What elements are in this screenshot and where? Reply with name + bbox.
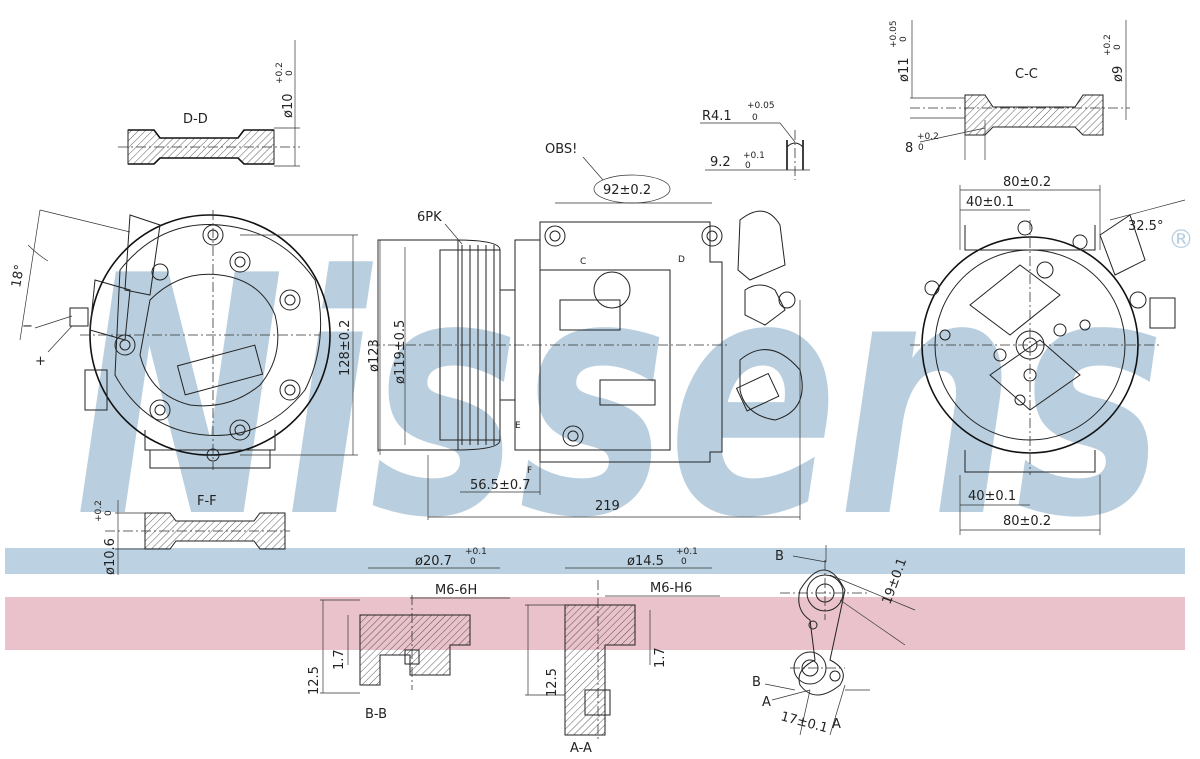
svg-text:ø11: ø11 <box>897 58 912 83</box>
svg-text:A: A <box>832 717 841 732</box>
svg-text:C: C <box>580 257 586 267</box>
svg-text:8: 8 <box>905 141 913 156</box>
svg-text:219: 219 <box>595 499 620 514</box>
svg-text:+0.2: +0.2 <box>917 132 939 142</box>
front-view-left: 128±0.2 18° − + <box>9 209 358 470</box>
svg-text:−: − <box>22 319 33 334</box>
section-cc: C-C ø11 +0.05 0 ø9 +0.2 0 8 +0.2 0 <box>889 20 1130 160</box>
svg-text:92±0.2: 92±0.2 <box>603 183 651 198</box>
rear-view-right: 80±0.2 40±0.1 32.5° 40±0.1 80±0.2 <box>910 175 1186 535</box>
svg-text:+0.2: +0.2 <box>1103 34 1113 56</box>
svg-text:6PK: 6PK <box>417 210 442 225</box>
svg-text:R4.1: R4.1 <box>702 109 732 124</box>
svg-text:ø10.6: ø10.6 <box>103 538 118 575</box>
detail-r41: R4.1 +0.05 0 9.2 +0.1 0 <box>700 101 810 180</box>
svg-text:A-A: A-A <box>570 741 592 756</box>
svg-text:40±0.1: 40±0.1 <box>968 489 1016 504</box>
svg-text:128±0.2: 128±0.2 <box>338 320 353 376</box>
svg-text:ø9: ø9 <box>1111 66 1126 82</box>
svg-text:+0.05: +0.05 <box>889 20 899 48</box>
svg-text:+0.2: +0.2 <box>275 62 285 84</box>
svg-text:M6-6H: M6-6H <box>435 583 477 598</box>
svg-text:0: 0 <box>470 557 476 567</box>
section-bb: B-B ø20.7 +0.1 0 M6-6H 12.5 1.7 <box>307 547 510 722</box>
section-ff: F-F ø10.6 +0.2 0 <box>94 494 290 575</box>
svg-text:+0.2: +0.2 <box>94 500 104 522</box>
svg-text:0: 0 <box>285 70 295 76</box>
svg-text:40±0.1: 40±0.1 <box>966 195 1014 210</box>
svg-text:+0.1: +0.1 <box>743 151 765 161</box>
svg-text:+0.1: +0.1 <box>676 547 698 557</box>
svg-text:F-F: F-F <box>197 494 217 509</box>
svg-text:+0.1: +0.1 <box>465 547 487 557</box>
svg-text:B: B <box>752 675 761 690</box>
watermark-registered: ® <box>1168 225 1194 255</box>
svg-text:12.5: 12.5 <box>545 668 560 697</box>
svg-text:0: 0 <box>918 143 924 153</box>
section-dd: D-D ø10 +0.2 0 <box>118 40 300 167</box>
section-aa: A-A ø14.5 +0.1 0 M6-H6 12.5 1.7 <box>525 547 720 756</box>
svg-text:12.5: 12.5 <box>307 666 322 695</box>
svg-text:1.7: 1.7 <box>332 649 347 670</box>
svg-text:56.5±0.7: 56.5±0.7 <box>470 478 531 493</box>
svg-text:0: 0 <box>681 557 687 567</box>
svg-text:1.7: 1.7 <box>653 647 668 668</box>
section-dd-title: D-D <box>183 112 208 127</box>
svg-text:17±0.1: 17±0.1 <box>779 709 829 736</box>
svg-text:F: F <box>527 466 532 476</box>
svg-text:0: 0 <box>104 510 114 516</box>
svg-text:32.5°: 32.5° <box>1128 219 1163 234</box>
svg-text:ø20.7: ø20.7 <box>415 554 452 569</box>
svg-text:M6-H6: M6-H6 <box>650 581 692 596</box>
svg-text:9.2: 9.2 <box>710 155 731 170</box>
svg-text:A: A <box>762 695 771 710</box>
svg-text:ø123: ø123 <box>367 339 382 372</box>
svg-text:ø10: ø10 <box>281 94 296 119</box>
svg-text:80±0.2: 80±0.2 <box>1003 514 1051 529</box>
svg-text:ø119±0.5: ø119±0.5 <box>393 320 408 384</box>
svg-text:0: 0 <box>1113 44 1123 50</box>
svg-text:0: 0 <box>745 161 751 171</box>
svg-text:B-B: B-B <box>365 707 387 722</box>
side-view-center: ø123 ø119±0.5 6PK 219 56.5±0.7 F E C D 9… <box>367 142 803 520</box>
band-blue <box>5 548 1185 574</box>
svg-text:D: D <box>678 255 685 265</box>
svg-text:0: 0 <box>752 113 758 123</box>
svg-text:OBS!: OBS! <box>545 142 577 157</box>
svg-text:ø14.5: ø14.5 <box>627 554 664 569</box>
svg-text:80±0.2: 80±0.2 <box>1003 175 1051 190</box>
svg-text:0: 0 <box>899 36 909 42</box>
svg-text:C-C: C-C <box>1015 67 1038 82</box>
svg-text:+0.05: +0.05 <box>747 101 775 111</box>
svg-text:E: E <box>515 421 521 431</box>
svg-text:+: + <box>35 354 46 369</box>
svg-text:B: B <box>775 549 784 564</box>
svg-text:18°: 18° <box>9 263 28 288</box>
